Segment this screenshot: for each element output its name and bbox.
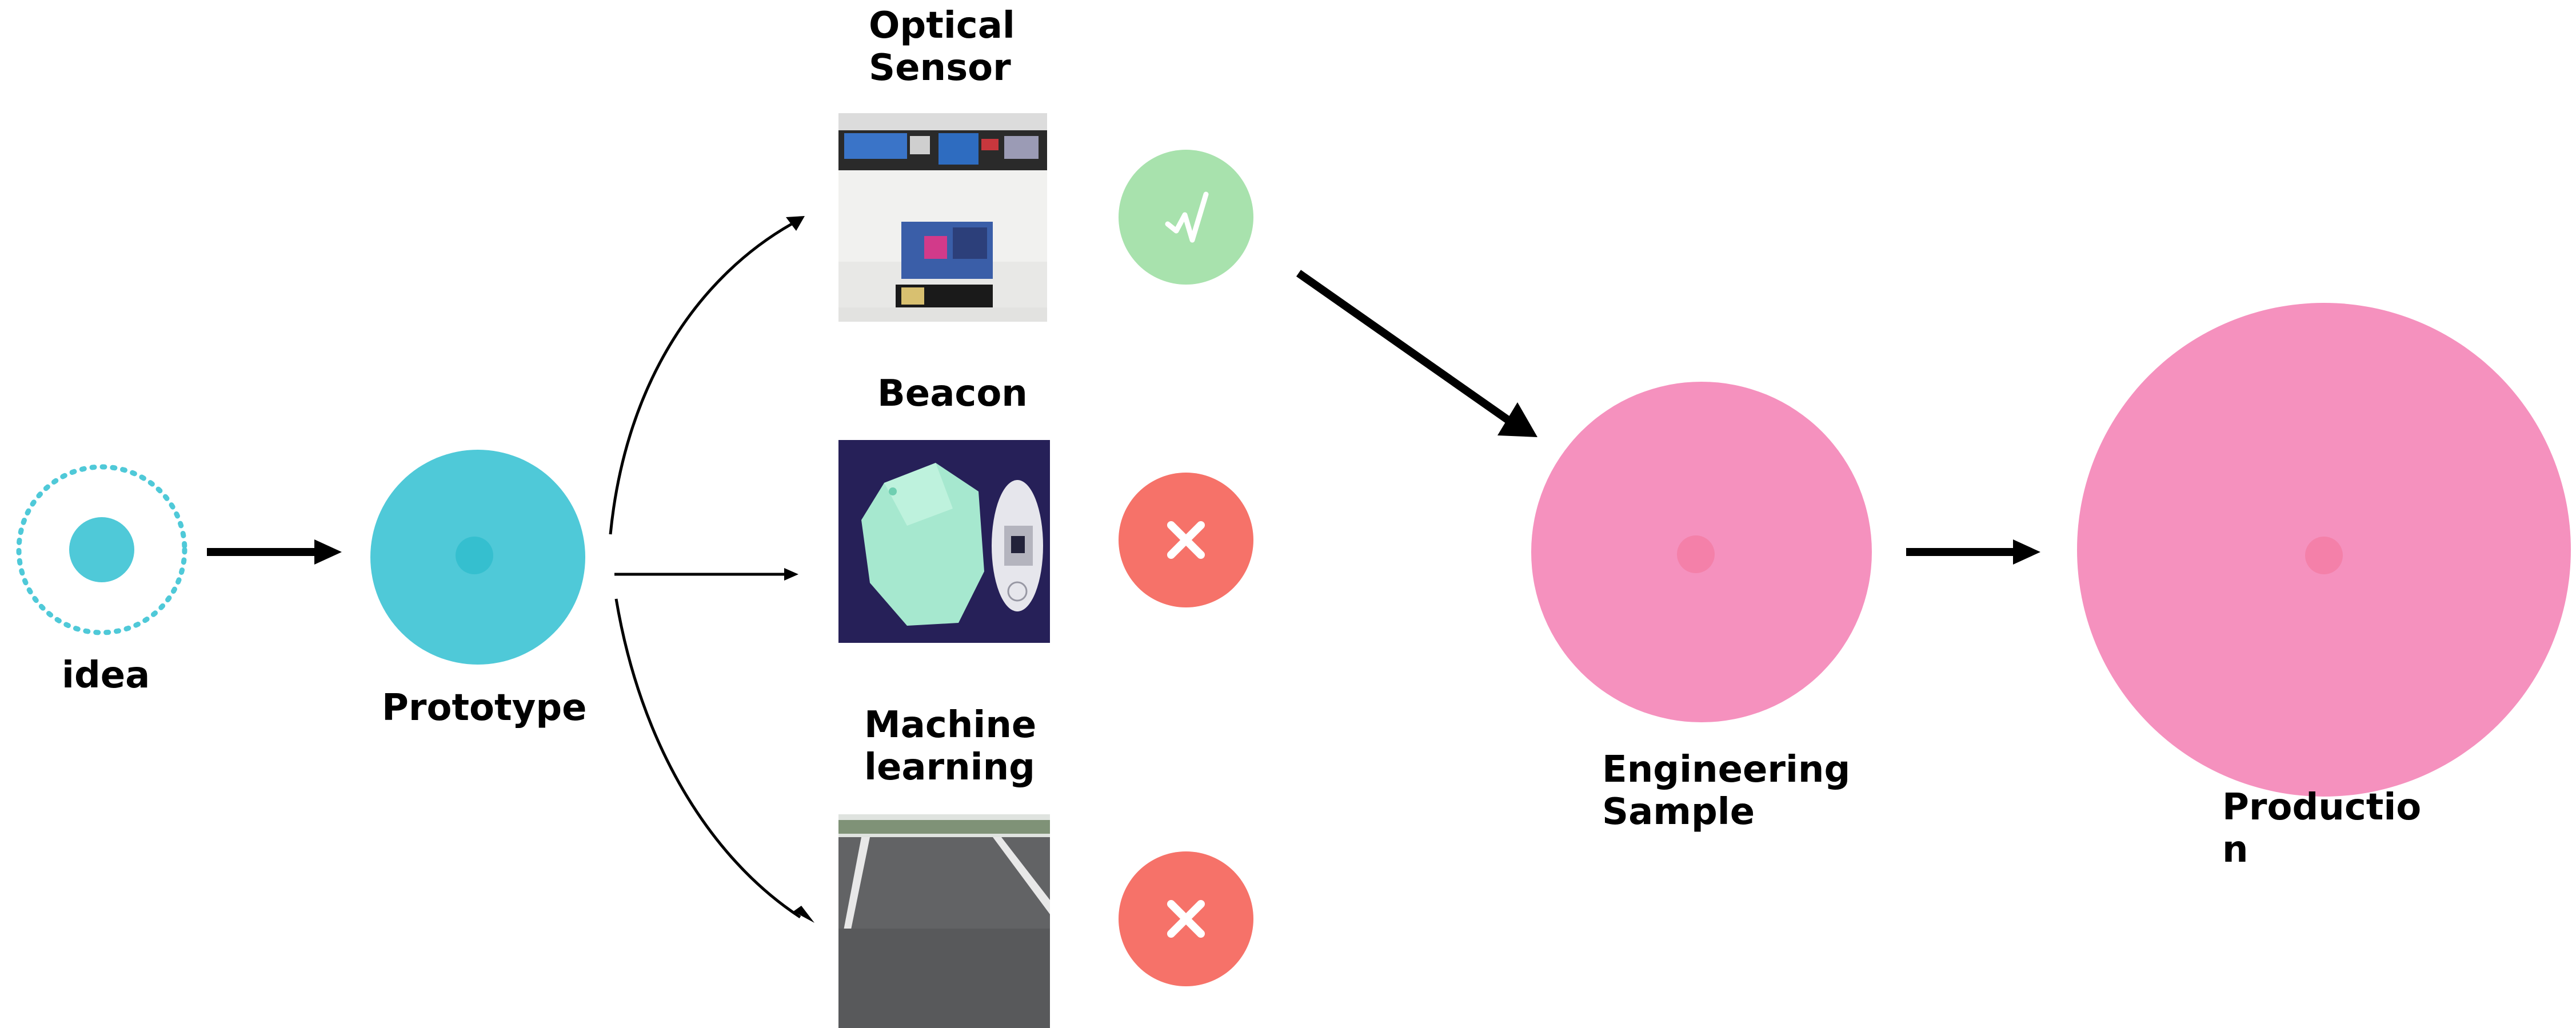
beacon-photo (838, 440, 1050, 643)
engineering-sample-node (1531, 382, 1872, 722)
beacon-label: Beacon (877, 373, 1028, 415)
check-icon (1165, 191, 1209, 243)
prototype-core (456, 537, 493, 574)
arrow-engineering-to-production (1906, 539, 2040, 565)
engineering-sample-label-line2: Sample (1602, 791, 1755, 833)
idea-core (69, 517, 134, 582)
machine-learning-photo (838, 814, 1050, 1028)
machine-learning-label-line2: learning (864, 746, 1035, 789)
optical-sensor-label-line2: Sensor (869, 47, 1011, 89)
arrow-optical-to-engineering (1296, 270, 1537, 437)
arrow-idea-to-prototype (207, 539, 342, 565)
machine-learning-status (1119, 851, 1253, 986)
machine-learning-label-line1: Machine (864, 704, 1037, 746)
idea-node (16, 464, 187, 635)
optical-sensor-status (1119, 150, 1253, 285)
production-node (2077, 303, 2571, 797)
engineering-sample-core (1677, 535, 1715, 573)
branch-arrow-ml (614, 598, 814, 923)
production-label-line2: n (2222, 829, 2248, 871)
cross-icon (1167, 900, 1205, 938)
engineering-sample-label-line1: Engineering (1602, 749, 1851, 791)
idea-dashed-ring (16, 464, 187, 635)
production-label-line1: Productio (2222, 786, 2422, 829)
idea-label: idea (62, 654, 150, 697)
optical-sensor-label-line1: Optical (869, 5, 1015, 47)
prototype-node (370, 450, 585, 665)
cross-icon (1167, 521, 1205, 559)
optical-sensor-photo (838, 113, 1047, 322)
branch-arrow-beacon (614, 568, 798, 581)
prototype-label: Prototype (382, 687, 587, 729)
production-core (2305, 537, 2343, 574)
branch-arrow-optical (609, 216, 805, 535)
beacon-status (1119, 473, 1253, 607)
